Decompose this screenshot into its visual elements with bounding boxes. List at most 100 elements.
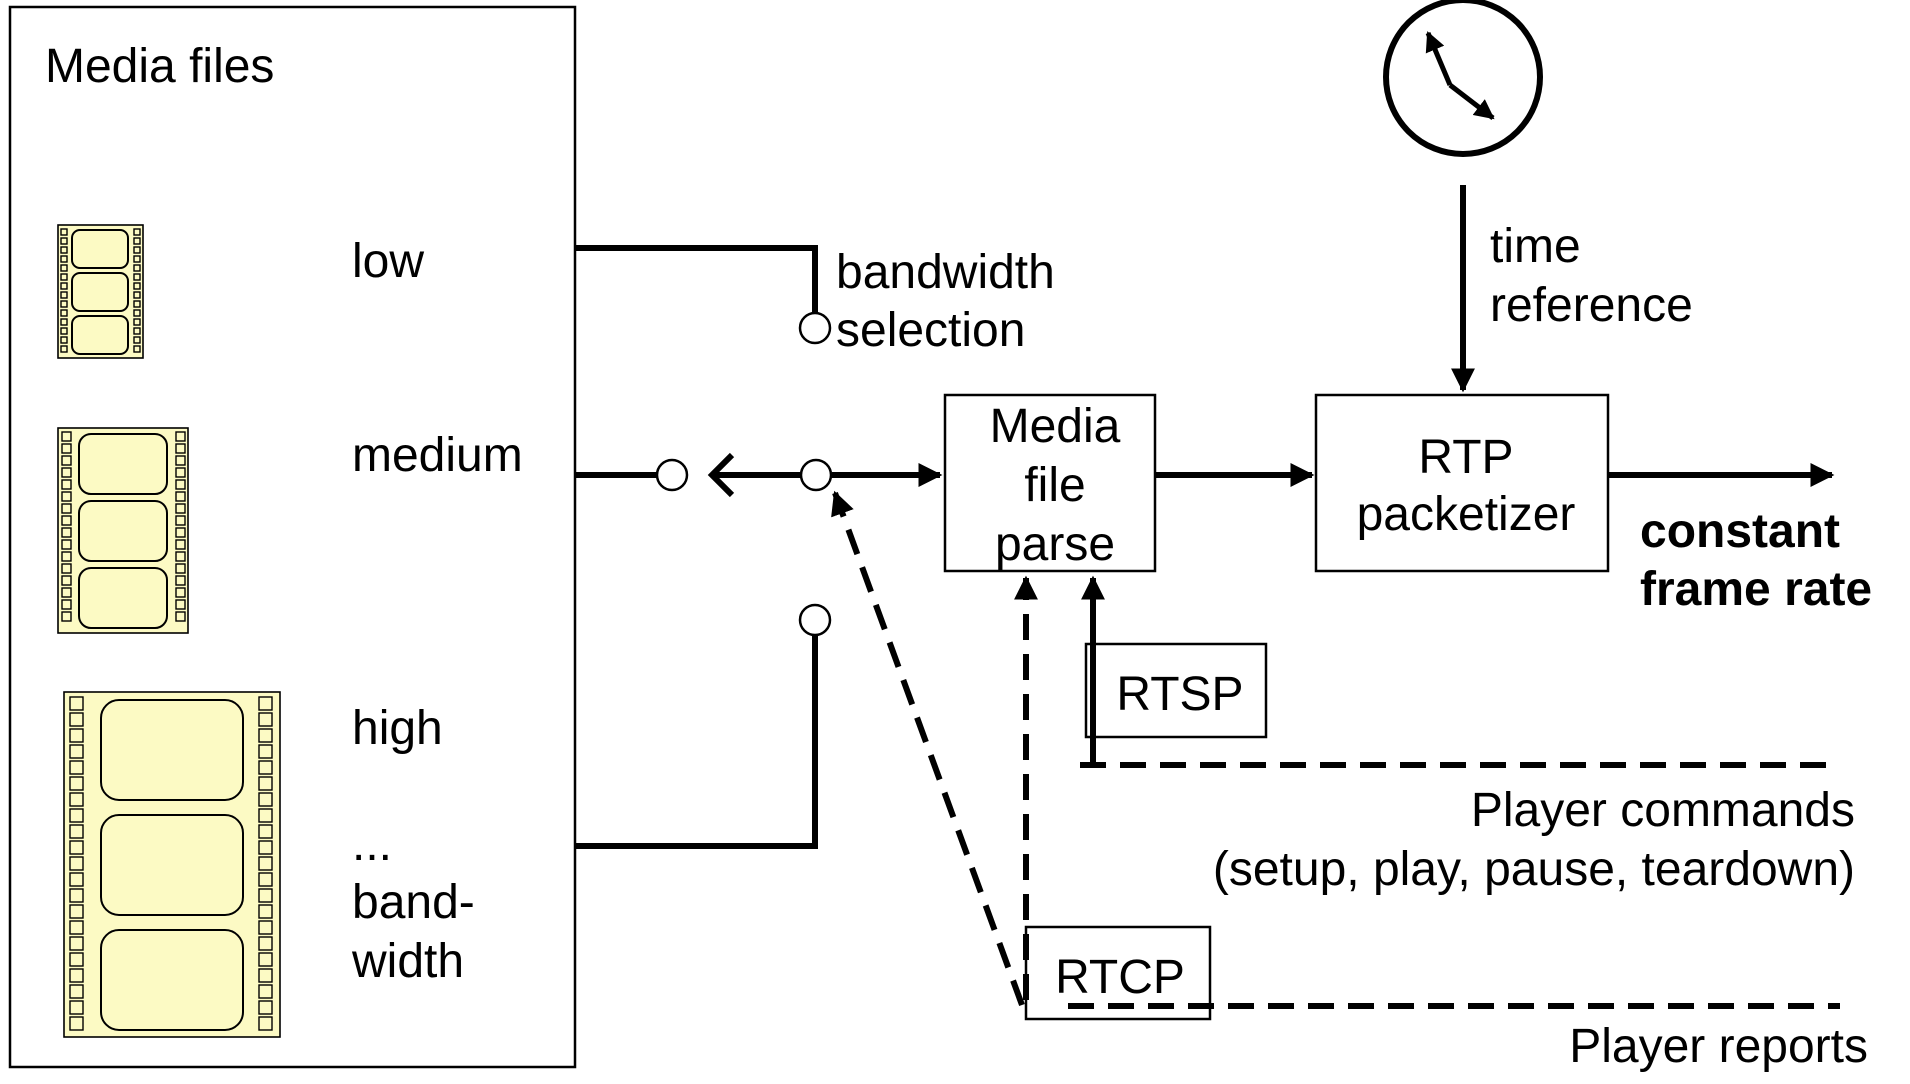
sprocket-hole [133, 309, 141, 317]
packetizer-line1: RTP [1418, 431, 1513, 484]
sprocket-hole [133, 336, 141, 344]
sprocket-hole [69, 920, 84, 935]
sprocket-hole [175, 563, 186, 574]
switch-pivot [799, 458, 833, 492]
sprocket-hole [258, 776, 273, 791]
sprocket-hole [61, 443, 72, 454]
sprocket-hole [60, 282, 68, 290]
sprocket-hole [69, 792, 84, 807]
film-low-sprocket-holes [60, 228, 141, 353]
packetizer-line2: packetizer [1357, 488, 1576, 541]
sprocket-hole [61, 587, 72, 598]
output-label-line2: frame rate [1640, 563, 1872, 616]
media-files-panel: Media files low medium high .. [8, 5, 577, 1069]
player-commands-line1: Player commands [1471, 784, 1855, 837]
sprocket-hole [175, 467, 186, 478]
sprocket-hole [258, 824, 273, 839]
sprocket-hole [60, 336, 68, 344]
sprocket-hole [133, 228, 141, 236]
clock-hand-hour [1425, 31, 1453, 86]
sprocket-hole [133, 300, 141, 308]
sprocket-hole [60, 237, 68, 245]
rtsp-box [1084, 642, 1268, 739]
bandwidth-selection-label-line1: bandwidth [836, 246, 1055, 299]
sprocket-hole [175, 551, 186, 562]
sprocket-hole [60, 273, 68, 281]
player-commands-line2: (setup, play, pause, teardown) [1213, 843, 1855, 896]
film-low-icon [57, 224, 144, 359]
sprocket-hole [258, 1000, 273, 1015]
tier-high-label: high [352, 702, 443, 755]
sprocket-hole [61, 455, 72, 466]
sprocket-hole [60, 255, 68, 263]
sprocket-hole [258, 840, 273, 855]
sprocket-hole [258, 856, 273, 871]
sprocket-hole [175, 599, 186, 610]
sprocket-hole [61, 431, 72, 442]
sprocket-hole [69, 984, 84, 999]
sprocket-hole [258, 696, 273, 711]
sprocket-hole [175, 443, 186, 454]
sprocket-hole [133, 291, 141, 299]
sprocket-hole [69, 840, 84, 855]
parser-line2: file [1024, 459, 1085, 512]
sprocket-hole [175, 575, 186, 586]
bandwidth-switch: bandwidth selection [575, 245, 1055, 849]
sprocket-hole [60, 264, 68, 272]
tier-low-label: low [352, 235, 424, 288]
film-high-sprocket-holes [69, 696, 273, 1031]
sprocket-hole [60, 228, 68, 236]
sprocket-hole [69, 904, 84, 919]
sprocket-hole [175, 479, 186, 490]
sprocket-hole [61, 467, 72, 478]
sprocket-hole [133, 255, 141, 263]
clock-icon [1383, 0, 1543, 157]
sprocket-hole [258, 1016, 273, 1031]
sprocket-hole [258, 712, 273, 727]
sprocket-hole [69, 712, 84, 727]
player-reports-line1: Player reports [1569, 1020, 1868, 1073]
tier-medium-label: medium [352, 429, 523, 482]
sprocket-hole [61, 491, 72, 502]
sprocket-hole [258, 888, 273, 903]
sprocket-hole [175, 503, 186, 514]
clock-face [1383, 0, 1543, 157]
tier-more-line2: band- [352, 876, 475, 929]
rtcp-to-switch-arrow [831, 490, 1025, 1007]
sprocket-hole [61, 527, 72, 538]
sprocket-hole [258, 968, 273, 983]
rtp-packetizer-box [1314, 393, 1610, 573]
film-medium-sprocket-holes [61, 431, 186, 622]
sprocket-hole [175, 611, 186, 622]
clock-hand-minute [1448, 83, 1495, 120]
sprocket-hole [133, 264, 141, 272]
parser-line1: Media [990, 400, 1121, 453]
contact-low [798, 311, 832, 345]
sprocket-hole [61, 563, 72, 574]
sprocket-hole [133, 345, 141, 353]
sprocket-hole [258, 984, 273, 999]
sprocket-hole [133, 246, 141, 254]
sprocket-hole [175, 515, 186, 526]
sprocket-hole [258, 792, 273, 807]
sprocket-hole [60, 309, 68, 317]
output-label-line1: constant [1640, 505, 1840, 558]
sprocket-hole [61, 551, 72, 562]
contact-medium [655, 458, 689, 492]
sprocket-hole [69, 1016, 84, 1031]
time-reference-line1: time [1490, 220, 1581, 273]
film-medium-icon [57, 427, 189, 634]
sprocket-hole [258, 808, 273, 823]
sprocket-hole [175, 455, 186, 466]
sprocket-hole [69, 744, 84, 759]
tier-more-ellipsis: ... [352, 818, 392, 871]
sprocket-hole [258, 872, 273, 887]
time-reference-line2: reference [1490, 279, 1693, 332]
sprocket-hole [60, 300, 68, 308]
sprocket-hole [258, 920, 273, 935]
sprocket-hole [60, 246, 68, 254]
rtp-packetizer-block: RTP packetizer [1314, 393, 1610, 573]
media-file-parse-block: Media file parse [943, 393, 1157, 573]
sprocket-hole [61, 515, 72, 526]
